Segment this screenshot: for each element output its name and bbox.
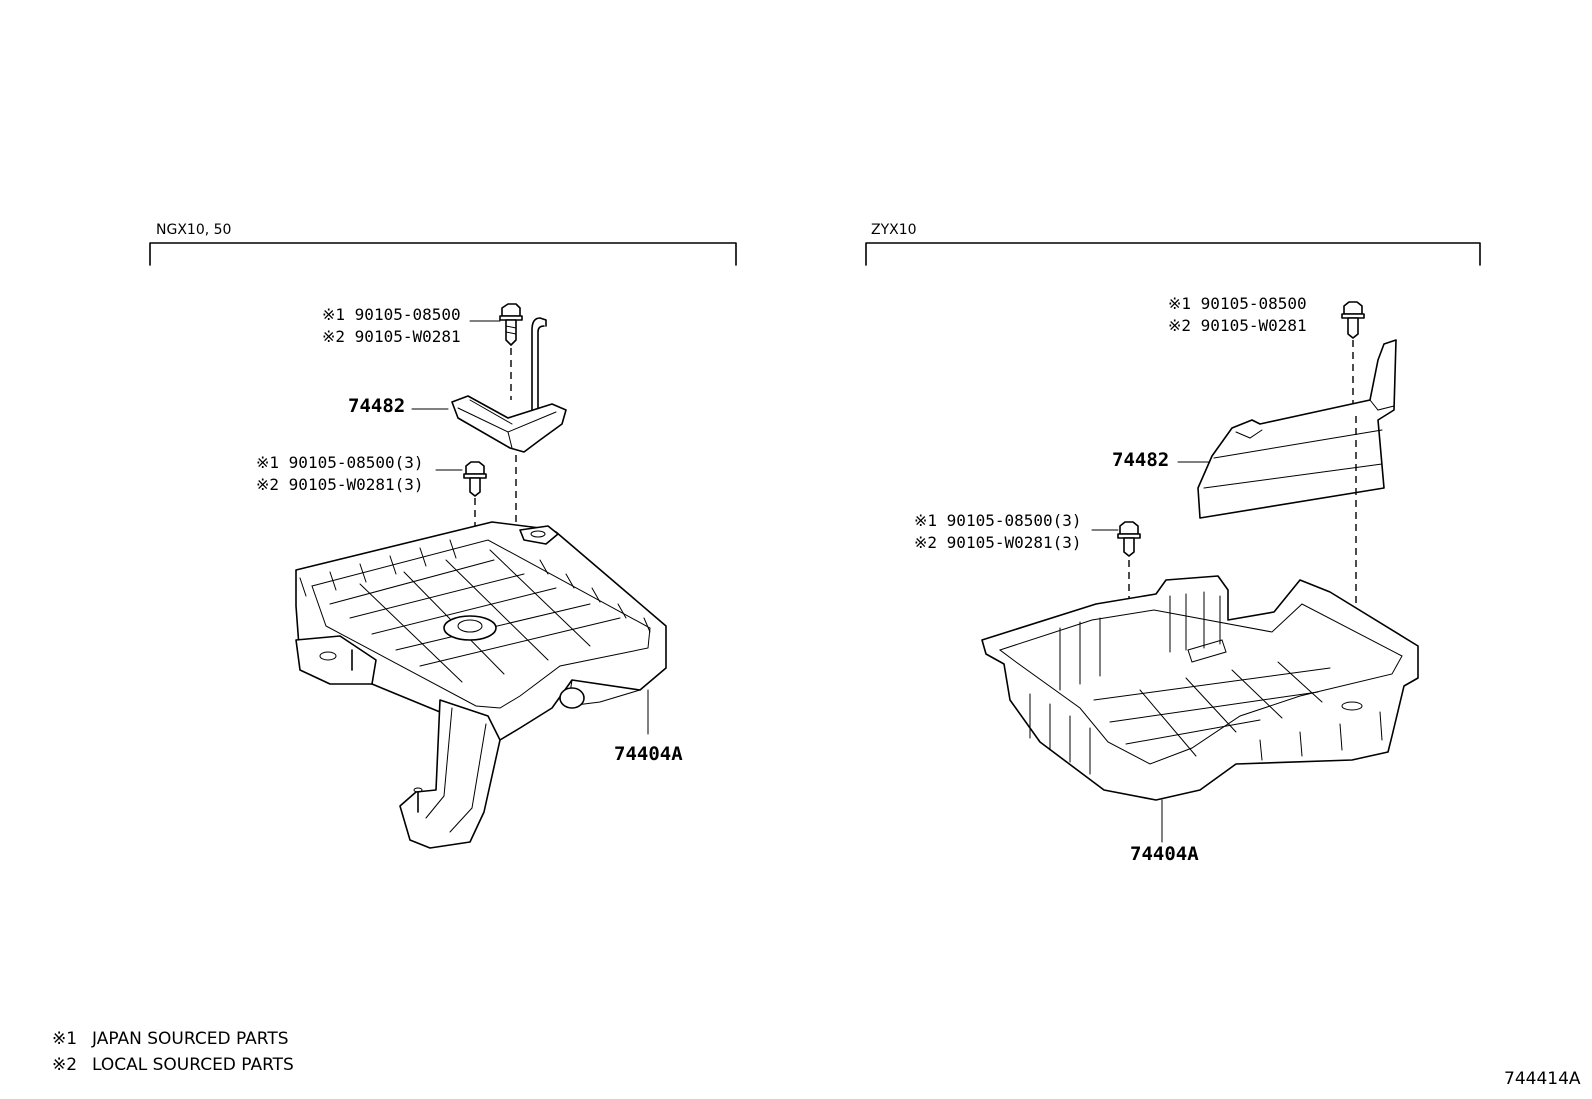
right-bolt-top-label-2: ※2 90105-W0281 xyxy=(1168,316,1307,335)
right-assembly: ※1 90105-08500 ※2 90105-W0281 74482 ※1 9… xyxy=(914,294,1419,865)
legend-mark-1: ※1 xyxy=(52,1029,77,1049)
group-right-label: ZYX10 xyxy=(871,222,917,238)
left-bolt-mid-label-2: ※2 90105-W0281(3) xyxy=(256,475,424,494)
legend: ※1 JAPAN SOURCED PARTS ※2 LOCAL SOURCED … xyxy=(52,1029,294,1075)
right-bolt-mid-icon xyxy=(1117,521,1141,557)
left-tray-part-number: 74404A xyxy=(614,743,683,765)
right-bolt-top-icon xyxy=(1341,301,1365,339)
legend-text-1: JAPAN SOURCED PARTS xyxy=(91,1029,289,1049)
left-bolt-top-icon xyxy=(499,303,523,346)
right-clamp-part-number: 74482 xyxy=(1112,449,1169,471)
right-bolt-mid-label-1: ※1 90105-08500(3) xyxy=(914,511,1082,530)
right-tray-part-number: 74404A xyxy=(1130,843,1199,865)
left-bolt-top-label-2: ※2 90105-W0281 xyxy=(322,327,461,346)
left-bolt-mid-icon xyxy=(463,461,487,497)
right-tray-part xyxy=(981,575,1419,801)
left-tray-part xyxy=(295,521,667,849)
diagram-id: 744414A xyxy=(1504,1069,1581,1089)
left-assembly: ※1 90105-08500 ※2 90105-W0281 74482 ※1 9… xyxy=(256,303,683,849)
left-clamp-part xyxy=(451,395,567,453)
legend-mark-2: ※2 xyxy=(52,1055,77,1075)
group-right-bracket: ZYX10 xyxy=(865,222,1481,266)
left-clamp-part-number: 74482 xyxy=(348,395,405,417)
right-bolt-top-label-1: ※1 90105-08500 xyxy=(1168,294,1307,313)
right-clamp-part xyxy=(1197,339,1397,519)
left-bolt-top-label-1: ※1 90105-08500 xyxy=(322,305,461,324)
left-bolt-mid-label-1: ※1 90105-08500(3) xyxy=(256,453,424,472)
group-left-bracket: NGX10, 50 xyxy=(149,222,737,266)
legend-text-2: LOCAL SOURCED PARTS xyxy=(92,1055,294,1075)
right-bolt-mid-label-2: ※2 90105-W0281(3) xyxy=(914,533,1082,552)
group-left-label: NGX10, 50 xyxy=(156,222,231,238)
